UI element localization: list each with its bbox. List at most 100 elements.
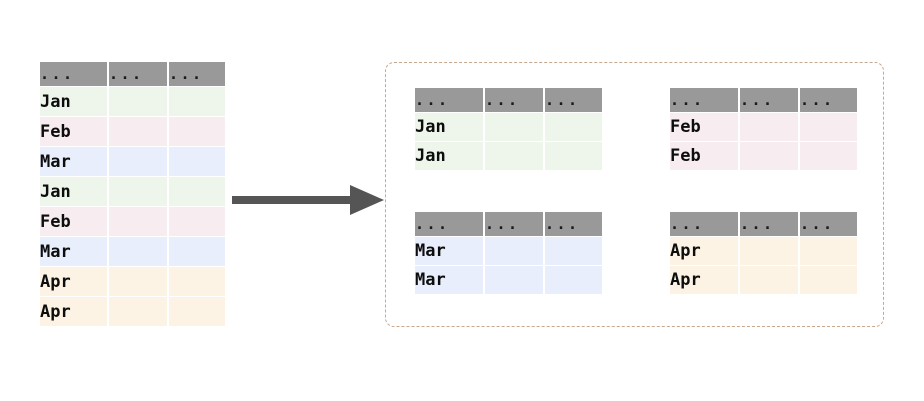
row-value-cell (545, 266, 602, 294)
row-value-cell (740, 113, 798, 141)
row-key-cell: Jan (40, 87, 107, 116)
row-key-cell: Mar (40, 147, 107, 176)
column-header-3: ... (545, 212, 602, 236)
column-header-3: ... (800, 212, 857, 236)
group-table-head: ......... (670, 88, 857, 112)
row-key-cell: Jan (415, 113, 483, 141)
row-key-cell: Mar (415, 237, 483, 265)
row-key-cell: Feb (40, 117, 107, 146)
table-row: Jan (40, 177, 225, 206)
table-row: Mar (40, 147, 225, 176)
column-header-1: ... (670, 88, 738, 112)
row-key-cell: Feb (670, 113, 738, 141)
group-table-head: ......... (670, 212, 857, 236)
row-value-cell (800, 237, 857, 265)
column-header-2: ... (109, 62, 167, 86)
table-row: Mar (415, 266, 602, 294)
table-row: Feb (40, 117, 225, 146)
column-header-1: ... (415, 88, 483, 112)
row-key-cell: Feb (40, 207, 107, 236)
row-value-cell (169, 147, 225, 176)
column-header-1: ... (415, 212, 483, 236)
row-key-cell: Apr (670, 266, 738, 294)
row-value-cell (109, 87, 167, 116)
column-header-2: ... (740, 88, 798, 112)
table-row: Feb (670, 113, 857, 141)
row-key-cell: Feb (670, 142, 738, 170)
row-value-cell (740, 266, 798, 294)
row-value-cell (169, 117, 225, 146)
column-header-1: ... (670, 212, 738, 236)
row-value-cell (169, 177, 225, 206)
row-key-cell: Apr (670, 237, 738, 265)
row-value-cell (169, 237, 225, 266)
row-value-cell (485, 113, 543, 141)
table-row: Jan (40, 87, 225, 116)
row-value-cell (169, 267, 225, 296)
row-key-cell: Apr (40, 297, 107, 326)
row-value-cell (545, 113, 602, 141)
column-header-2: ... (740, 212, 798, 236)
group-table-head: ......... (415, 212, 602, 236)
right-arrow-icon (232, 185, 384, 215)
column-header-3: ... (800, 88, 857, 112)
group-table-head: ......... (415, 88, 602, 112)
row-value-cell (800, 113, 857, 141)
table-row: Apr (40, 297, 225, 326)
table-header-row: ... ... ... (40, 62, 225, 86)
row-key-cell: Jan (415, 142, 483, 170)
source-table-head: ... ... ... (40, 62, 225, 86)
row-key-cell: Mar (415, 266, 483, 294)
table-row: Feb (40, 207, 225, 236)
row-value-cell (800, 266, 857, 294)
row-value-cell (740, 142, 798, 170)
column-header-2: ... (485, 212, 543, 236)
table-row: Jan (415, 142, 602, 170)
row-value-cell (169, 87, 225, 116)
table-header-row: ......... (670, 88, 857, 112)
table-row: Apr (40, 267, 225, 296)
row-value-cell (109, 147, 167, 176)
row-value-cell (485, 237, 543, 265)
table-header-row: ......... (415, 212, 602, 236)
row-key-cell: Mar (40, 237, 107, 266)
row-value-cell (545, 142, 602, 170)
row-key-cell: Apr (40, 267, 107, 296)
table-row: Mar (40, 237, 225, 266)
table-row: Mar (415, 237, 602, 265)
column-header-1: ... (40, 62, 107, 86)
row-value-cell (109, 267, 167, 296)
row-value-cell (109, 207, 167, 236)
row-value-cell (800, 142, 857, 170)
row-value-cell (740, 237, 798, 265)
row-value-cell (109, 117, 167, 146)
table-row: Feb (670, 142, 857, 170)
table-header-row: ......... (415, 88, 602, 112)
column-header-3: ... (545, 88, 602, 112)
table-row: Apr (670, 266, 857, 294)
row-value-cell (109, 177, 167, 206)
table-row: Jan (415, 113, 602, 141)
row-value-cell (545, 237, 602, 265)
row-key-cell: Jan (40, 177, 107, 206)
table-row: Apr (670, 237, 857, 265)
column-header-2: ... (485, 88, 543, 112)
groups-container (385, 62, 884, 327)
row-value-cell (169, 297, 225, 326)
row-value-cell (485, 142, 543, 170)
row-value-cell (485, 266, 543, 294)
row-value-cell (109, 297, 167, 326)
row-value-cell (169, 207, 225, 236)
table-header-row: ......... (670, 212, 857, 236)
